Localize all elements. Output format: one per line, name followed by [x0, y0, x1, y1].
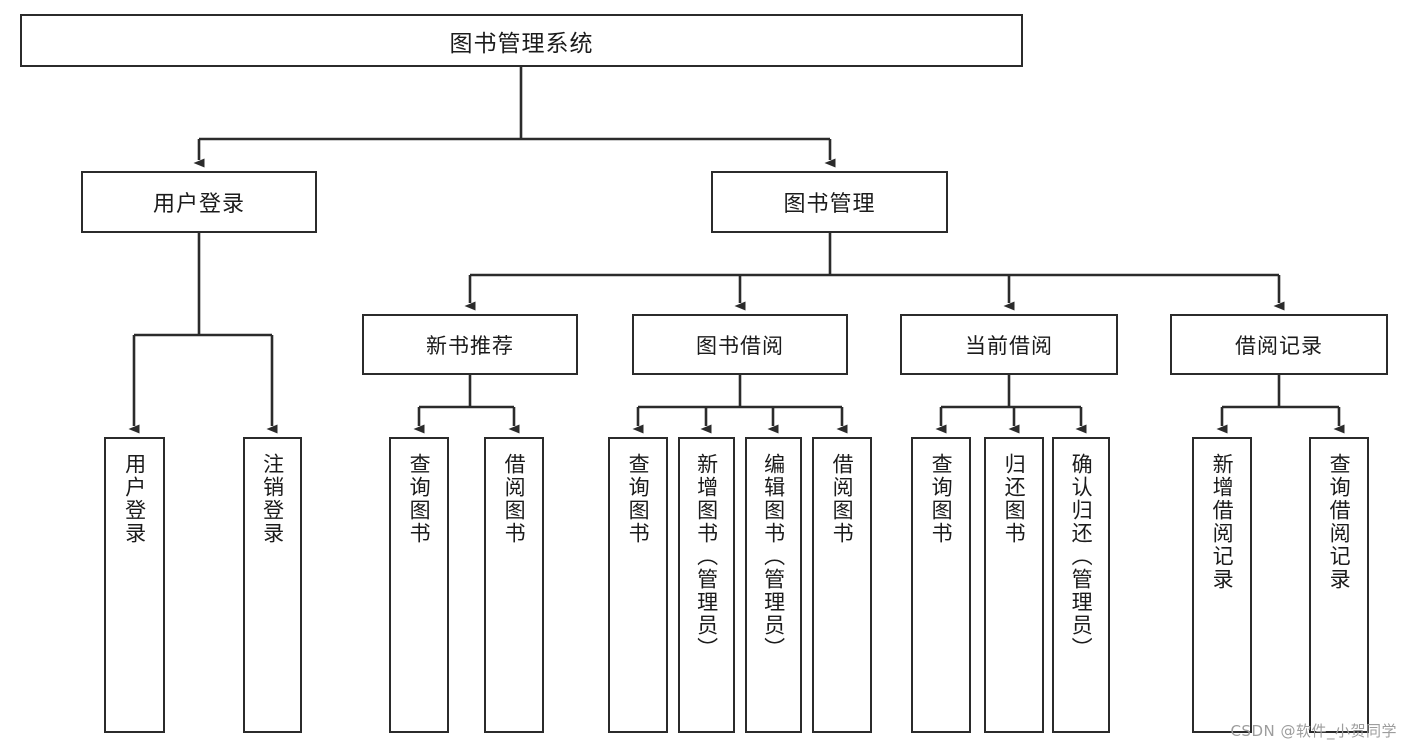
node-label: 借阅图书	[502, 453, 527, 545]
node-label: 查询图书	[929, 453, 954, 545]
node-label: 图书管理系统	[449, 30, 594, 57]
node-label: 新增借阅记录	[1210, 453, 1235, 591]
node-leaf-edit-book-admin[interactable]: 编辑图书（管理员）	[745, 437, 802, 733]
node-leaf-borrow-book-2[interactable]: 借阅图书	[812, 437, 872, 733]
watermark-csdn: CSDN @软件_小贺同学	[1230, 722, 1397, 740]
node-label: 借阅图书	[830, 453, 855, 545]
node-label: 图书管理	[783, 192, 876, 217]
node-label: 查询图书	[407, 453, 432, 545]
node-leaf-borrow-book-1[interactable]: 借阅图书	[484, 437, 544, 733]
node-borrow-record[interactable]: 借阅记录	[1170, 314, 1388, 375]
node-label: 查询图书	[626, 453, 651, 545]
node-leaf-add-borrow-record[interactable]: 新增借阅记录	[1192, 437, 1252, 733]
node-label: 新增图书（管理员）	[694, 453, 719, 660]
node-leaf-user-login[interactable]: 用户登录	[104, 437, 165, 733]
node-label: 确认归还（管理员）	[1069, 453, 1094, 660]
node-book-manage[interactable]: 图书管理	[711, 171, 948, 233]
node-leaf-query-book-2[interactable]: 查询图书	[608, 437, 668, 733]
node-label: 当前借阅	[965, 333, 1053, 358]
node-label: 图书借阅	[696, 333, 784, 358]
node-book-borrow[interactable]: 图书借阅	[632, 314, 848, 375]
node-label: 查询借阅记录	[1327, 453, 1352, 591]
node-label: 用户登录	[152, 192, 245, 217]
node-label: 用户登录	[122, 453, 147, 545]
node-leaf-logout-login[interactable]: 注销登录	[243, 437, 302, 733]
node-label: 编辑图书（管理员）	[761, 453, 786, 660]
node-label: 注销登录	[260, 453, 285, 545]
node-leaf-add-book-admin[interactable]: 新增图书（管理员）	[678, 437, 735, 733]
node-label: 新书推荐	[426, 333, 514, 358]
node-root-system[interactable]: 图书管理系统	[20, 14, 1023, 67]
node-new-book-recommend[interactable]: 新书推荐	[362, 314, 578, 375]
node-leaf-query-borrow-record[interactable]: 查询借阅记录	[1309, 437, 1369, 733]
node-leaf-confirm-return-admin[interactable]: 确认归还（管理员）	[1052, 437, 1110, 733]
node-label: 借阅记录	[1235, 333, 1323, 358]
node-user-login[interactable]: 用户登录	[81, 171, 317, 233]
node-leaf-return-book[interactable]: 归还图书	[984, 437, 1044, 733]
node-leaf-query-book-1[interactable]: 查询图书	[389, 437, 449, 733]
node-current-borrow[interactable]: 当前借阅	[900, 314, 1118, 375]
node-leaf-query-book-3[interactable]: 查询图书	[911, 437, 971, 733]
node-label: 归还图书	[1002, 453, 1027, 545]
